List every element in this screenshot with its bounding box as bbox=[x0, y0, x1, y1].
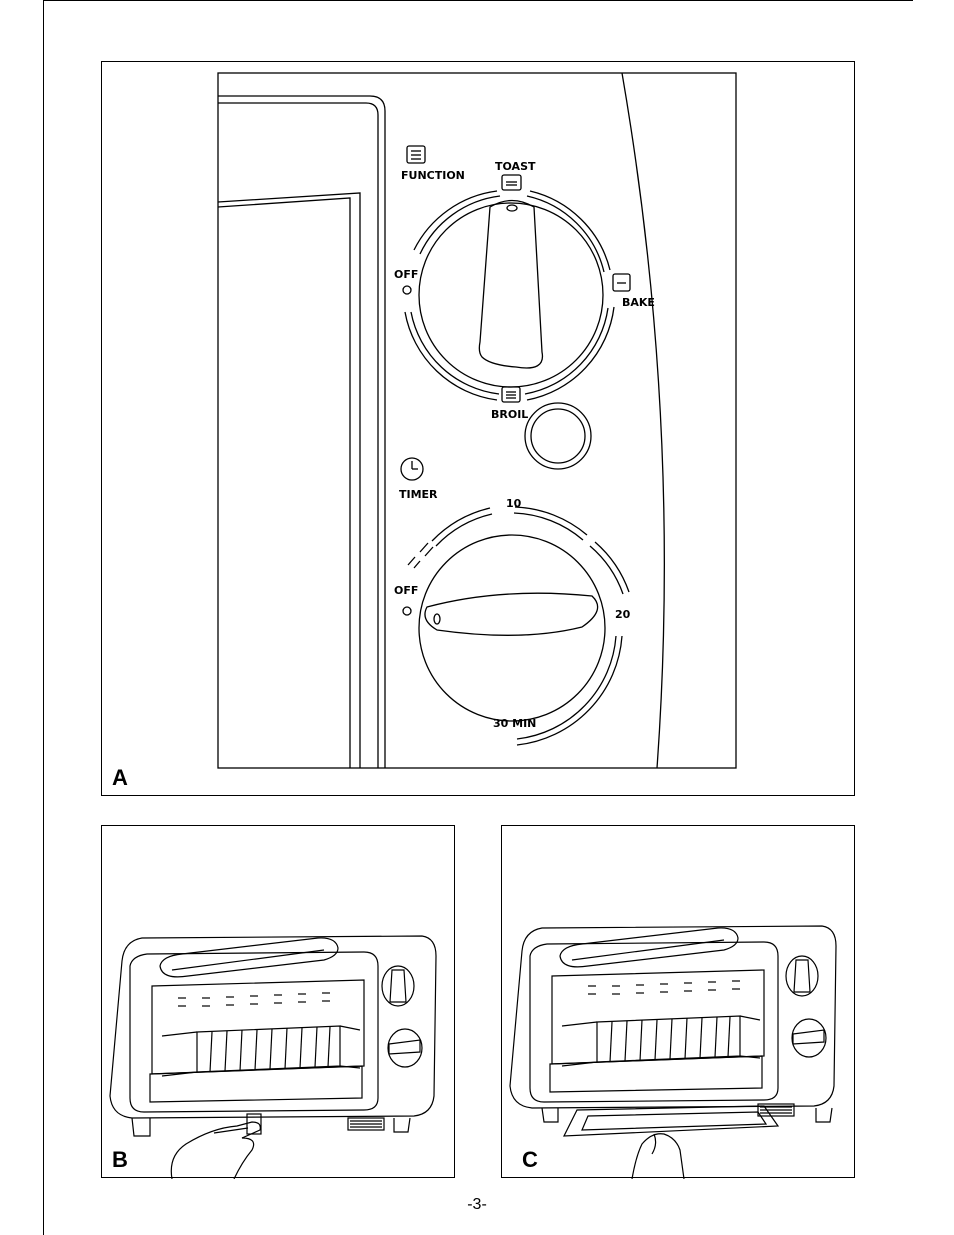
crumb-tray-lever bbox=[246, 1113, 262, 1135]
page-border bbox=[43, 0, 913, 1235]
side-vent bbox=[347, 1117, 385, 1131]
door-frame-outer bbox=[218, 95, 386, 768]
timer-10-label: 10 bbox=[506, 497, 522, 510]
top-vents bbox=[588, 980, 740, 995]
oven-door bbox=[129, 951, 379, 1113]
function-off-dot bbox=[402, 285, 412, 295]
oven-rack bbox=[196, 1025, 341, 1073]
function-off-label: OFF bbox=[394, 268, 418, 281]
oven-crumb-tray-removed-illustration bbox=[509, 925, 837, 1179]
timer-off-label: OFF bbox=[394, 584, 418, 597]
figure-c-panel: C bbox=[501, 825, 855, 1179]
power-light-inner bbox=[530, 408, 586, 464]
function-dial bbox=[404, 190, 615, 401]
hand bbox=[170, 1121, 261, 1179]
oven-crumb-tray-release-illustration bbox=[109, 935, 437, 1179]
function-icon bbox=[406, 145, 426, 164]
control-panel-illustration: FUNCTION TOAST OFF BAKE BROIL TIMER 10 O… bbox=[217, 72, 737, 769]
toast-label: TOAST bbox=[495, 160, 536, 173]
timer-knob bbox=[387, 1028, 423, 1068]
figure-a-letter: A bbox=[112, 765, 128, 790]
function-label: FUNCTION bbox=[401, 169, 465, 182]
rack-wires bbox=[609, 1016, 731, 1063]
function-knob bbox=[381, 965, 415, 1007]
foot-left bbox=[131, 1117, 151, 1137]
oven-body bbox=[509, 925, 837, 1109]
top-vents bbox=[178, 992, 330, 1007]
side-vent bbox=[757, 1103, 795, 1117]
foot-right bbox=[815, 1107, 833, 1123]
oven-handle bbox=[159, 937, 339, 978]
timer-off-dot bbox=[402, 606, 412, 616]
toast-indicator bbox=[501, 174, 522, 191]
oven-door bbox=[529, 941, 779, 1103]
timer-knob bbox=[791, 1018, 827, 1058]
figure-b-letter: B bbox=[112, 1147, 128, 1172]
page-number: -3- bbox=[467, 1196, 487, 1213]
timer-30-label: 30 MIN bbox=[493, 717, 536, 730]
timer-20-label: 20 bbox=[615, 608, 631, 621]
inner-frame bbox=[217, 72, 737, 769]
bake-label: BAKE bbox=[622, 296, 655, 309]
figure-a-panel: FUNCTION TOAST OFF BAKE BROIL TIMER 10 O… bbox=[101, 61, 855, 796]
bake-indicator bbox=[612, 273, 631, 292]
function-knob bbox=[785, 955, 819, 997]
timer-icon bbox=[400, 457, 424, 481]
timer-dial bbox=[407, 506, 630, 746]
power-light-outer bbox=[524, 402, 592, 470]
side-curve bbox=[621, 72, 666, 769]
foot-left bbox=[541, 1107, 559, 1123]
figure-b-panel: B bbox=[101, 825, 455, 1179]
oven-handle bbox=[559, 927, 739, 968]
rack-wires bbox=[209, 1026, 331, 1073]
oven-rack bbox=[596, 1015, 741, 1063]
foot-right bbox=[393, 1117, 411, 1133]
broil-indicator bbox=[501, 386, 521, 403]
figure-c-letter: C bbox=[522, 1147, 538, 1172]
oven-body bbox=[109, 935, 437, 1119]
broil-label: BROIL bbox=[491, 408, 528, 421]
crumb-tray bbox=[563, 1105, 780, 1137]
door-window-edge bbox=[217, 192, 361, 768]
hand bbox=[631, 1133, 685, 1179]
timer-label: TIMER bbox=[399, 488, 438, 501]
